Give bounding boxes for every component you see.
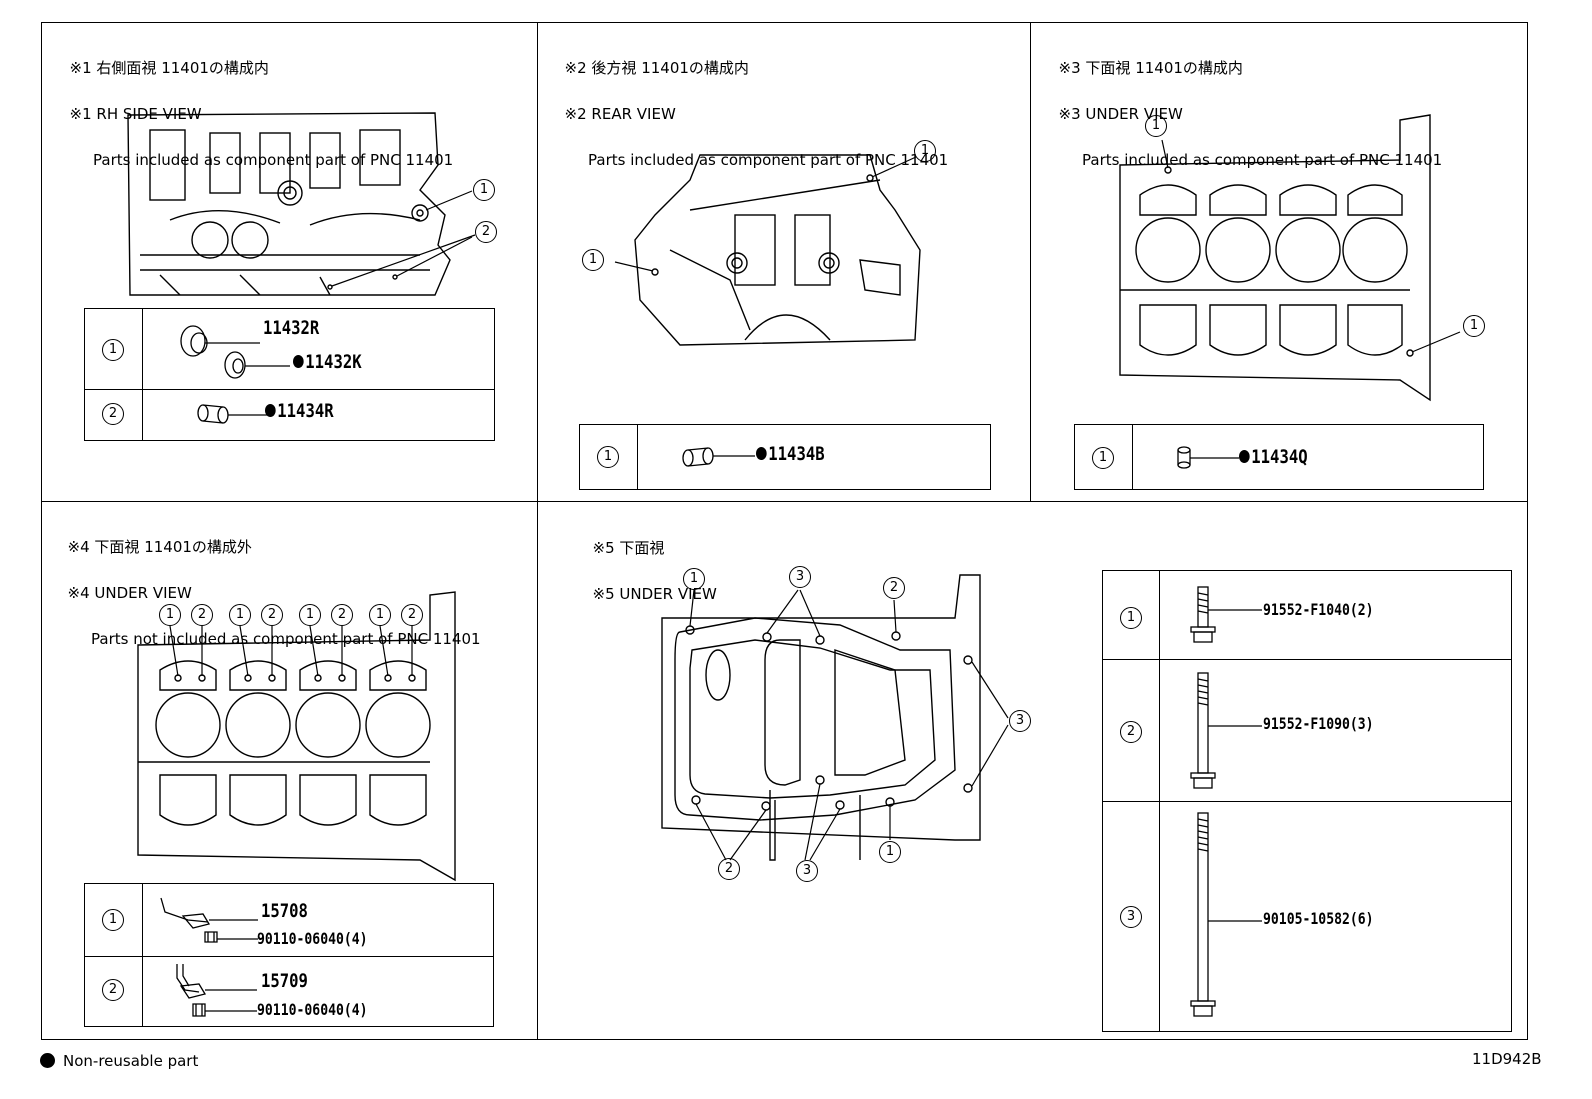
rh-side-view-drawing — [127, 112, 476, 296]
rear-view-drawing — [614, 154, 921, 346]
row-index: 3 — [1120, 906, 1142, 928]
bolt-part-number[interactable]: 91552-F1090(3) — [1263, 714, 1374, 733]
panel-1-title-jp: ※1 右側面視 11401の構成内 — [69, 59, 269, 77]
plug-icon — [180, 325, 290, 379]
callout-1: 1 — [229, 604, 251, 626]
panel-4-parts-table: 1 2 15708 90110-06040(4) 15709 90110-060… — [84, 883, 494, 1027]
callout-3: 3 — [789, 566, 811, 588]
callout-2: 2 — [718, 858, 740, 880]
bolt-icon — [1190, 812, 1262, 1017]
callout-1: 1 — [159, 604, 181, 626]
panel-5-parts-table: 1 2 3 91552-F1040(2) 91552-F1090(3) 9010… — [1102, 570, 1512, 1032]
under-view-drawing — [1119, 114, 1461, 402]
callout-3: 3 — [1009, 710, 1031, 732]
under-view-oil-jet-drawing — [137, 591, 456, 882]
row-index: 2 — [1120, 721, 1142, 743]
bolt-icon — [1190, 586, 1262, 643]
non-reusable-dot-icon — [1239, 450, 1250, 463]
dowel-icon — [1177, 446, 1239, 469]
row-index: 2 — [102, 403, 124, 425]
panel-5-title-jp: ※5 下面視 — [592, 539, 665, 557]
oil-jet-icon — [160, 897, 258, 943]
callout-2: 2 — [883, 577, 905, 599]
part-number[interactable]: 15708 — [261, 900, 308, 922]
callout-1: 1 — [473, 179, 495, 201]
part-number-nonreusable[interactable]: 11434R — [265, 400, 334, 422]
legend: Non-reusable part — [40, 1052, 198, 1070]
diagram-code: 11D942B — [1472, 1050, 1542, 1068]
under-view-bolt-location-drawing — [661, 574, 1009, 861]
part-number-nonreusable[interactable]: 11434B — [756, 443, 825, 465]
non-reusable-dot-icon — [40, 1053, 55, 1068]
callout-3: 3 — [796, 860, 818, 882]
panel-2-title-en: ※2 REAR VIEW — [564, 105, 676, 123]
col-divider-1 — [537, 22, 538, 1040]
part-number[interactable]: 15709 — [261, 970, 308, 992]
non-reusable-dot-icon — [293, 355, 304, 368]
bolt-part-number[interactable]: 90105-10582(6) — [1263, 909, 1374, 928]
callout-1: 1 — [914, 140, 936, 162]
part-number[interactable]: 90110-06040(4) — [257, 1000, 368, 1019]
panel-5-title-en: ※5 UNDER VIEW — [592, 585, 717, 603]
callout-1: 1 — [1145, 115, 1167, 137]
callout-1: 1 — [683, 568, 705, 590]
pin-icon — [197, 404, 267, 424]
bolt-icon — [1190, 672, 1262, 789]
panel-1-title: ※1 右側面視 11401の構成内 ※1 RH SIDE VIEW Parts … — [60, 34, 454, 195]
part-number[interactable]: 90110-06040(4) — [257, 929, 368, 948]
panel-1-parts-table: 1 2 11432R 11432K 11434R — [84, 308, 495, 441]
panel-2-title-jp: ※2 後方視 11401の構成内 — [564, 59, 749, 77]
callout-1: 1 — [879, 841, 901, 863]
non-reusable-dot-icon — [756, 447, 767, 460]
non-reusable-dot-icon — [265, 404, 276, 417]
callout-1: 1 — [582, 249, 604, 271]
callout-2: 2 — [475, 221, 497, 243]
callout-1: 1 — [1463, 315, 1485, 337]
callout-2: 2 — [261, 604, 283, 626]
legend-text: Non-reusable part — [63, 1052, 199, 1070]
row-index: 1 — [102, 339, 124, 361]
panel-4-title-jp: ※4 下面視 11401の構成外 — [67, 538, 252, 556]
diagram-frame — [41, 22, 1528, 1040]
panel-5-title: ※5 下面視 ※5 UNDER VIEW — [583, 514, 717, 606]
callout-1: 1 — [299, 604, 321, 626]
panel-3-parts-table: 1 11434Q — [1074, 424, 1484, 490]
row-index: 1 — [1092, 447, 1114, 469]
row-divider — [41, 501, 1528, 502]
panel-3-title-jp: ※3 下面視 11401の構成内 — [1058, 59, 1243, 77]
pin-icon — [682, 447, 755, 467]
part-number-nonreusable[interactable]: 11432K — [293, 351, 362, 373]
row-index: 1 — [102, 909, 124, 931]
panel-2-parts-table: 1 11434B — [579, 424, 991, 490]
row-index: 1 — [1120, 607, 1142, 629]
panel-1-subtitle: Parts included as component part of PNC … — [93, 151, 454, 169]
part-number[interactable]: 11432R — [263, 317, 320, 339]
callout-1: 1 — [369, 604, 391, 626]
panel-4-title: ※4 下面視 11401の構成外 ※4 UNDER VIEW Parts not… — [58, 513, 481, 674]
col-divider-2 — [1030, 22, 1031, 501]
callout-2: 2 — [401, 604, 423, 626]
callout-2: 2 — [331, 604, 353, 626]
row-index: 2 — [102, 979, 124, 1001]
bolt-part-number[interactable]: 91552-F1040(2) — [1263, 600, 1374, 619]
callout-2: 2 — [191, 604, 213, 626]
part-number-nonreusable[interactable]: 11434Q — [1239, 446, 1308, 468]
oil-jet-icon — [176, 964, 257, 1017]
panel-4-title-en: ※4 UNDER VIEW — [67, 584, 192, 602]
row-index: 1 — [597, 446, 619, 468]
